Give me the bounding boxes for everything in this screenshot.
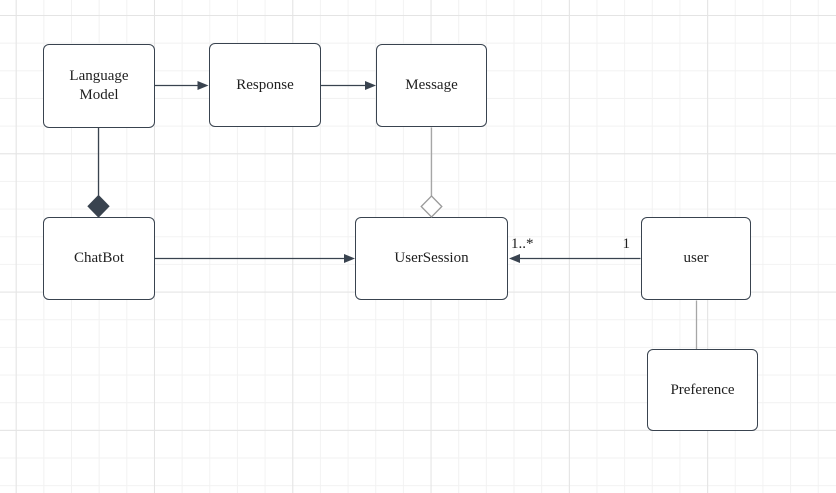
edge-user-to-user-session[interactable]: 1..* 1 xyxy=(509,236,641,263)
node-label-user-session: UserSession xyxy=(394,250,469,267)
node-label-user: user xyxy=(683,250,709,267)
node-label-response: Response xyxy=(236,76,294,93)
node-label-message: Message xyxy=(405,77,458,94)
edge-language-model-to-chatbot[interactable] xyxy=(87,128,110,218)
edge-message-to-user-session[interactable] xyxy=(420,127,443,218)
node-response[interactable]: Response xyxy=(209,43,321,127)
edge-language-model-to-response[interactable] xyxy=(155,81,209,90)
node-preference[interactable]: Preference xyxy=(647,349,758,431)
arrowhead-right-icon xyxy=(197,81,209,90)
node-user[interactable]: user xyxy=(641,217,751,300)
arrowhead-right-icon xyxy=(344,254,355,263)
node-label-preference: Preference xyxy=(670,381,735,398)
arrowhead-left-icon xyxy=(509,254,520,263)
composition-diamond-icon xyxy=(87,194,110,218)
arrowhead-right-icon xyxy=(365,81,376,90)
multiplicity-target-label: 1..* xyxy=(511,236,534,252)
aggregation-diamond-icon xyxy=(420,195,443,218)
edge-response-to-message[interactable] xyxy=(321,81,376,90)
node-chatbot[interactable]: ChatBot xyxy=(43,217,155,300)
multiplicity-source-label: 1 xyxy=(623,236,631,252)
node-label-language-model: Language Model xyxy=(69,68,129,103)
node-message[interactable]: Message xyxy=(376,44,487,127)
edge-chatbot-to-user-session[interactable] xyxy=(155,254,355,263)
node-language-model[interactable]: Language Model xyxy=(43,44,155,128)
node-label-chatbot: ChatBot xyxy=(73,250,124,267)
